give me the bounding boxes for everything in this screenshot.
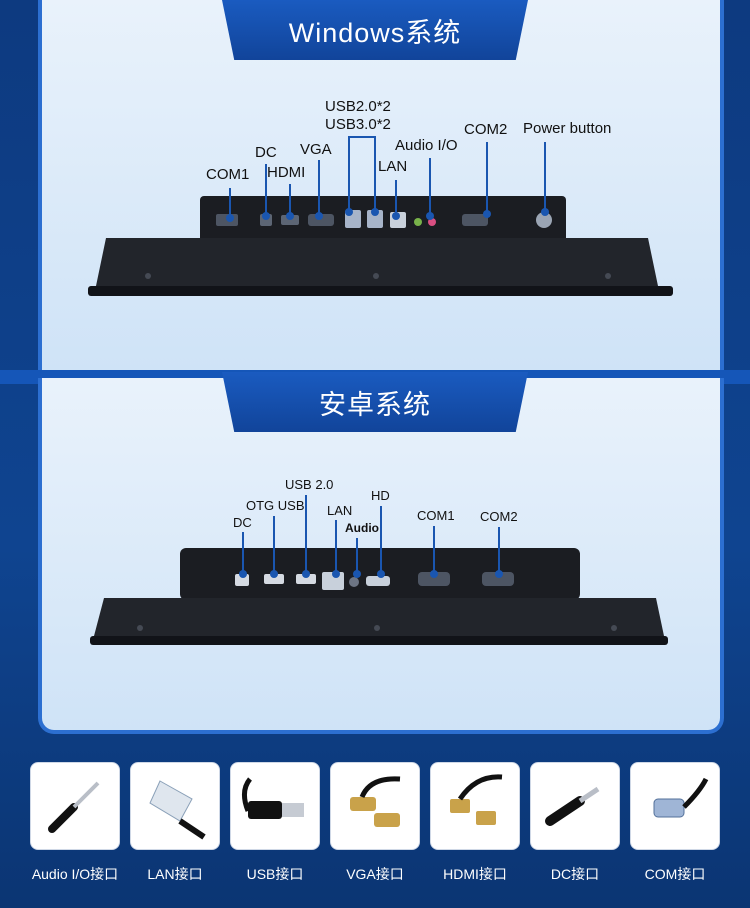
leader-usb-right [374,136,376,212]
pin2-dc [239,570,247,578]
pin-com2 [483,210,491,218]
label-lan: LAN [378,158,408,175]
leader-usb-bar [348,136,376,138]
thumb-label-com: COM接口 [644,866,706,882]
connector-thumbnails: Audio I/O接口 LAN接口 USB接口 VGA接口 HDMI接口 [30,762,720,884]
pin-com1 [226,214,234,222]
label-com2: COM2 [464,121,508,138]
label-audio: Audio I/O [395,137,458,154]
leader2-usb20 [305,495,307,574]
leader2-lan [335,520,337,574]
pin-hdmi [286,212,294,220]
leader-power [544,142,546,212]
thumb-com: COM接口 [630,762,720,884]
leader2-otg [273,516,275,574]
thumb-label-lan: LAN接口 [147,866,203,882]
label-power: Power button [523,120,612,137]
label2-lan: LAN [327,503,353,518]
thumb-label-vga: VGA接口 [346,866,404,882]
audio-cable-icon [30,762,120,850]
pin-dc [262,212,270,220]
label2-dc: DC [233,515,252,530]
usb-cable-icon [230,762,320,850]
pin2-otg [270,570,278,578]
thumb-lan: LAN接口 [130,762,220,884]
thumb-dc: DC接口 [530,762,620,884]
leader2-dc [242,532,244,574]
pin-lan [392,212,400,220]
label-usb3: USB3.0*2 [325,116,391,133]
label2-usb20: USB 2.0 [285,477,334,492]
label2-hd: HD [371,488,390,503]
thumb-vga: VGA接口 [330,762,420,884]
windows-panel [38,0,724,370]
pin2-com2 [495,570,503,578]
label2-audio: Audio [345,521,379,535]
leader-audio [429,158,431,214]
thumb-usb: USB接口 [230,762,320,884]
label-usb2: USB2.0*2 [325,98,391,115]
pin-usb-right [371,208,379,216]
label-vga: VGA [300,141,332,158]
leader2-audio [356,538,358,574]
pin2-usb20 [302,570,310,578]
com-cable-icon [630,762,720,850]
windows-device-image [88,196,673,296]
leader-com1 [229,188,231,218]
android-device-image [90,548,668,645]
lan-cable-icon [130,762,220,850]
leader-hdmi [289,184,291,216]
label-hdmi: HDMI [267,164,306,181]
windows-section-title: Windows系统 [222,0,528,60]
thumb-label-dc: DC接口 [550,866,600,882]
pin2-hd [377,570,385,578]
vga-cable-icon [330,762,420,850]
label-com1: COM1 [206,166,250,183]
leader-usb-left [348,136,350,212]
leader-lan [395,180,397,216]
thumb-label-hdmi: HDMI接口 [443,866,507,882]
leader2-hd [380,506,382,574]
leader2-com2 [498,527,500,574]
label2-otg: OTG USB [246,498,305,513]
thumb-audio: Audio I/O接口 [30,762,120,884]
hdmi-cable-icon [430,762,520,850]
thumb-hdmi: HDMI接口 [430,762,520,884]
label-dc: DC [255,144,277,161]
android-section-title: 安卓系统 [222,372,528,432]
leader-vga [318,160,320,216]
pin-vga [315,212,323,220]
pin-audio [426,212,434,220]
dc-cable-icon [530,762,620,850]
thumb-label-audio: Audio I/O接口 [31,866,119,882]
pin2-com1 [430,570,438,578]
leader-dc [265,164,267,216]
thumb-label-usb: USB接口 [246,866,304,882]
label2-com2: COM2 [480,509,518,524]
pin2-lan [332,570,340,578]
pin-power [541,208,549,216]
label2-com1: COM1 [417,508,455,523]
pin-usb-left [345,208,353,216]
leader-com2 [486,142,488,214]
pin2-audio [353,570,361,578]
leader2-com1 [433,526,435,574]
